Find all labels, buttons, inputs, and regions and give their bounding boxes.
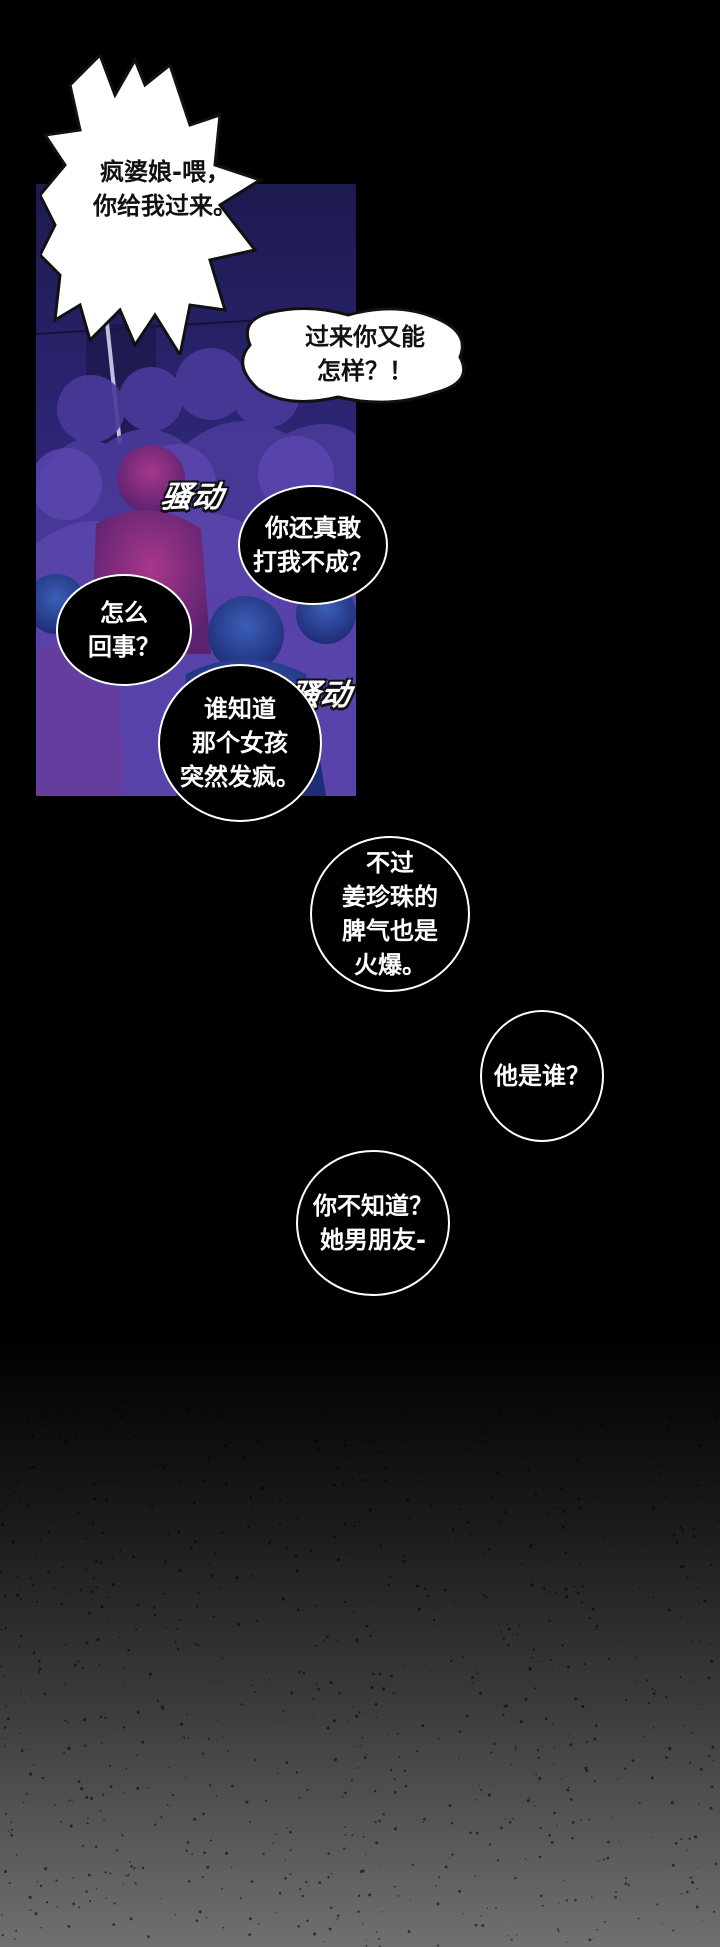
bubble-who-is-he: 他是谁？ [480, 1010, 604, 1142]
bubble-dare-hit-me: 你还真敢 打我不成？ [238, 485, 388, 605]
jagged-speech-bubble [241, 307, 466, 404]
bubble-what-can-you-do: 过来你又能 怎样？！ [305, 323, 425, 385]
bubble-crazy-woman: 疯婆娘-喂， 你给我过来。 [93, 158, 237, 220]
bubble-whats-going-on: 怎么 回事？ [56, 574, 192, 686]
sfx-commotion-1: 骚动 [159, 480, 226, 515]
spiky-speech-bubble [40, 55, 264, 355]
grain-texture [0, 1400, 720, 1947]
bubble-dont-you-know: 你不知道？ 她男朋友- [296, 1150, 450, 1296]
bubble-who-knows: 谁知道 那个女孩 突然发疯。 [158, 664, 322, 822]
bubble-temper: 不过 姜珍珠的 脾气也是 火爆。 [310, 836, 470, 992]
